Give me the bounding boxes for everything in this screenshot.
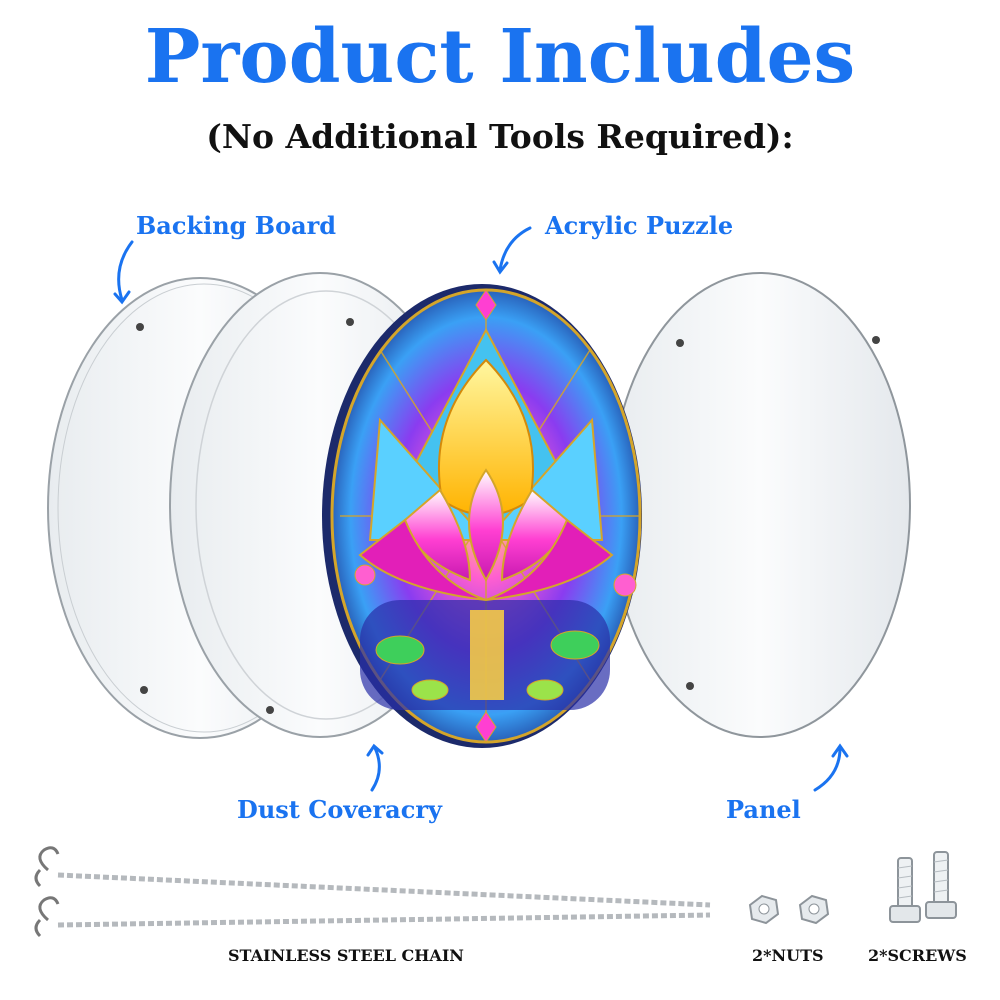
page-title: Product Includes xyxy=(144,14,856,100)
label-backing-board: Backing Board xyxy=(136,211,337,240)
arrow-head-dust-cover xyxy=(366,743,384,757)
arrow-head-backing-board xyxy=(113,290,131,305)
label-panel: Panel xyxy=(726,795,801,824)
callout-arrows xyxy=(113,226,849,792)
arrow-acrylic-puzzle xyxy=(498,226,532,272)
label-dust-cover: Dust Coveracry xyxy=(237,795,442,824)
label-nuts: 2*NUTS xyxy=(752,946,824,965)
arrow-dust-cover xyxy=(370,746,381,792)
screws xyxy=(889,851,957,923)
arrow-panel xyxy=(813,746,842,792)
arrow-head-panel xyxy=(831,743,849,758)
arrow-head-acrylic-puzzle xyxy=(492,260,509,275)
label-acrylic-puzzle: Acrylic Puzzle xyxy=(545,211,734,240)
nuts xyxy=(748,894,830,925)
page-subtitle: (No Additional Tools Required): xyxy=(206,117,794,156)
stainless-steel-chain xyxy=(34,846,711,938)
label-screws: 2*SCREWS xyxy=(868,946,967,965)
label-chain: STAINLESS STEEL CHAIN xyxy=(228,946,464,965)
arrow-backing-board xyxy=(117,240,134,302)
acrylic-puzzle-disc xyxy=(322,284,642,748)
